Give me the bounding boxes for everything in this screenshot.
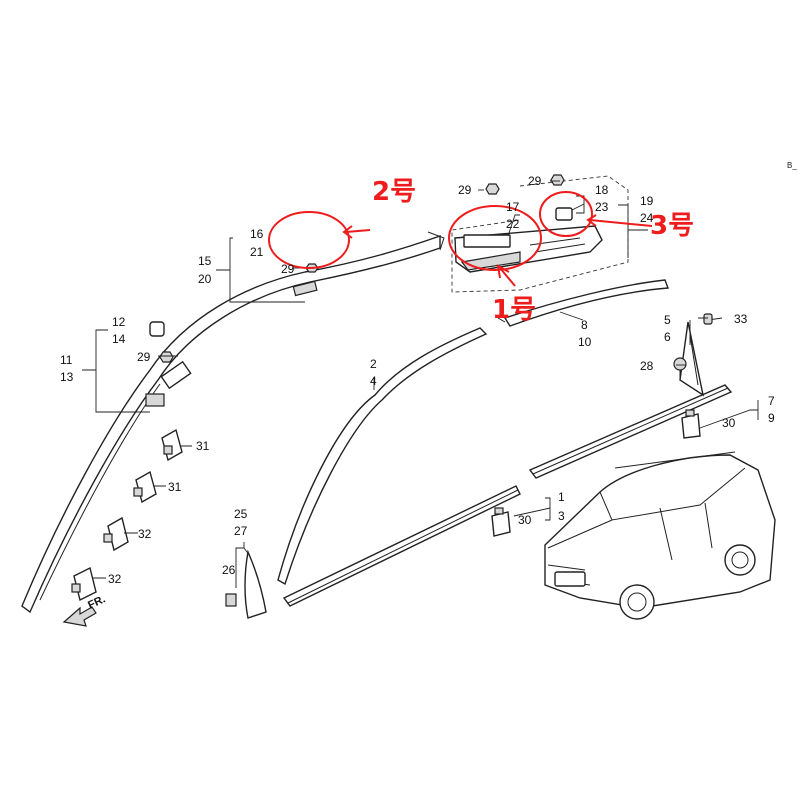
part-number: 32: [138, 527, 152, 541]
clip-30: [491, 409, 701, 537]
clip-28: [673, 357, 687, 378]
front-direction-arrow: FR.: [62, 593, 107, 627]
part-number: 4: [370, 374, 377, 388]
cap-12: [149, 321, 165, 337]
part-number: 25: [234, 507, 248, 521]
part-number: 8: [581, 318, 588, 332]
part-number: 27: [234, 524, 248, 538]
part-number: 24: [640, 211, 654, 225]
front-direction-label: FR.: [86, 593, 107, 611]
part-number: 10: [578, 335, 592, 349]
part-number: 18: [595, 183, 609, 197]
leader-lines: [82, 180, 759, 588]
part-number: 11: [60, 353, 73, 367]
part-number: 17: [506, 200, 520, 214]
part-number: 3: [558, 509, 565, 523]
part-number: 32: [108, 572, 122, 586]
clip-31b: [133, 470, 157, 504]
screw-33: [703, 313, 723, 325]
part-number: 7: [768, 394, 775, 408]
callout-label-2: 2号: [372, 177, 416, 207]
red-callout-marks: [268, 191, 653, 287]
part-number: 19: [640, 194, 654, 208]
part-number: 29: [281, 262, 295, 276]
part-number: 33: [734, 312, 748, 326]
callout-label-1: 1号: [492, 295, 536, 325]
roof-rail-molding-8: [497, 279, 669, 327]
belt-molding-7: [528, 384, 733, 479]
part-number: 5: [664, 313, 671, 327]
part-number: 30: [722, 416, 736, 430]
part-number: 14: [112, 332, 126, 346]
part-number: 1: [558, 490, 565, 504]
part-number: 29: [137, 350, 151, 364]
part-number: 29: [458, 183, 472, 197]
clip-31a: [161, 428, 183, 462]
part-number: 16: [250, 227, 264, 241]
part-number: 22: [506, 217, 520, 231]
pillar-garnish: [679, 321, 705, 397]
part-number: 31: [196, 439, 210, 453]
part-number: 31: [168, 480, 182, 494]
door-molding-2: [277, 327, 488, 586]
part-number: 20: [198, 272, 212, 286]
part-number: 15: [198, 254, 212, 268]
corner-code: B_: [787, 161, 797, 170]
part-number: 9: [768, 411, 775, 425]
part-number: 26: [222, 563, 236, 577]
roof-molding-front: [21, 231, 445, 614]
part-number: 6: [664, 330, 671, 344]
part-number: 12: [112, 315, 126, 329]
vehicle-illustration: [544, 451, 776, 620]
part-number: 13: [60, 370, 74, 384]
part-number-labels: 29 29 18 23 19 24 17 22 16 21 29 15 20 1…: [60, 174, 775, 586]
part-number: 28: [640, 359, 654, 373]
garnish-25: [225, 549, 267, 619]
clip-32b: [71, 566, 97, 602]
callout-label-3: 3号: [650, 211, 694, 241]
part-number: 21: [250, 245, 264, 259]
clip-32a: [103, 516, 129, 552]
part-number: 2: [370, 357, 377, 371]
part-number: 29: [528, 174, 542, 188]
part-number: 30: [518, 513, 532, 527]
part-number: 23: [595, 200, 609, 214]
belt-molding-1: [282, 485, 521, 607]
